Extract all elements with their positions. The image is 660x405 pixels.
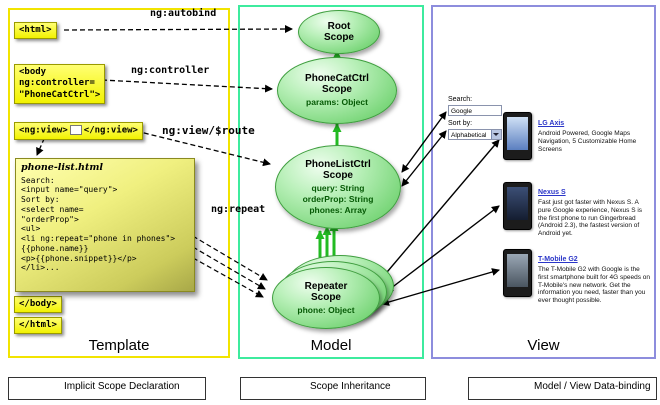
phone-screen (507, 117, 528, 150)
model-column-label: Model (310, 337, 352, 354)
scope-phonelistctrl: PhoneListCtrl Scope query: String orderP… (275, 145, 401, 229)
code-line: {{phone.name}} (21, 243, 89, 253)
legend-implicit-box (8, 377, 206, 400)
view-search-input[interactable]: Google (448, 105, 502, 116)
arrow-bind-search (401, 111, 447, 173)
legend-implicit-label: Implicit Scope Declaration (64, 381, 180, 392)
phone-screen (507, 187, 528, 220)
phone-entry-lg-axis: LG Axis Android Powered, Google Maps Nav… (538, 112, 652, 153)
arrow-ng-view-template (36, 138, 45, 156)
phone-description: The T-Mobile G2 with Google is the first… (538, 266, 651, 305)
tag-ng-view: <ng:view> </ng:view> (14, 122, 143, 140)
label-ng-autobind: ng:autobind (150, 8, 217, 19)
arrow-bind-phone-2 (385, 205, 500, 293)
arrow-ng-repeat-2 (185, 242, 266, 290)
arrow-ng-autobind (63, 25, 293, 34)
code-line: Sort by: (21, 195, 60, 205)
code-line: <select name= (21, 204, 84, 214)
scope-phonecatctrl: PhoneCatCtrl Scope params: Object (277, 57, 397, 124)
phone-link-lg-axis[interactable]: LG Axis (538, 120, 565, 127)
phone-screen (507, 254, 528, 287)
phone-image-tmobile-g2 (503, 249, 532, 297)
legend-databinding-box (468, 377, 657, 400)
code-block-title: phone-list.html (21, 162, 103, 173)
legend-inheritance-box (240, 377, 426, 400)
phone-description: Android Powered, Google Maps Navigation,… (538, 130, 637, 153)
arrow-bind-phone-3 (381, 268, 500, 306)
arrow-ng-view-route (135, 130, 271, 167)
view-sort-select[interactable]: Alphabetical (448, 129, 502, 140)
dropdown-arrow-icon (491, 130, 501, 139)
tag-html-open: <html> (14, 22, 57, 40)
phone-entry-nexus-s: Nexus S Fast just got faster with Nexus … (538, 181, 652, 238)
scope-phonecatctrl-name: PhoneCatCtrl Scope (305, 73, 369, 96)
template-column-box (8, 8, 230, 358)
label-ng-repeat: ng:repeat (211, 204, 266, 215)
phone-link-tmobile-g2[interactable]: T-Mobile G2 (538, 256, 578, 263)
label-ng-controller: ng:controller (131, 65, 210, 76)
code-line: <ul> (21, 224, 41, 234)
tag-html-close: </html> (14, 317, 62, 335)
view-column-label: View (527, 337, 560, 354)
scope-phonelistctrl-name: PhoneListCtrl Scope (305, 158, 371, 182)
arrow-bind-phone-1 (381, 139, 500, 279)
phone-image-lg-axis (503, 112, 532, 160)
code-line: <li ng:repeat="phone in phones"> (21, 234, 176, 244)
view-sort-label: Sort by: (448, 120, 473, 127)
view-sort-value: Alphabetical (451, 132, 487, 139)
scope-phonecatctrl-props: params: Object (306, 97, 368, 108)
arrow-bind-sort (401, 130, 447, 187)
arrow-ng-controller (101, 79, 273, 93)
label-ng-view-route: ng:view/$route (162, 124, 255, 137)
phone-entry-tmobile-g2: T-Mobile G2 The T-Mobile G2 with Google … (538, 248, 652, 305)
code-line: "orderProp"> (21, 214, 79, 224)
tag-body-close: </body> (14, 296, 62, 314)
ng-view-placeholder-box (69, 125, 82, 135)
scope-root-name: Root Scope (323, 20, 354, 43)
arrow-ng-repeat-1 (185, 231, 268, 281)
ng-view-open-text: <ng:view> (19, 125, 68, 136)
code-line: Search: (21, 175, 55, 185)
view-search-label: Search: (448, 96, 473, 103)
code-line: <p>{{phone.snippet}}</p> (21, 253, 137, 263)
view-search-value: Google (451, 108, 472, 115)
code-line: </li>... (21, 263, 60, 273)
scope-repeater: Repeater Scope phone: Object (272, 267, 380, 329)
tag-body-open: <body ng:controller= "PhoneCatCtrl"> (14, 64, 106, 104)
scope-repeater-name: Repeater Scope (304, 280, 348, 303)
phone-description: Fast just got faster with Nexus S. A pur… (538, 199, 643, 238)
ng-view-close-text: </ng:view> (83, 125, 138, 136)
legend-inheritance-label: Scope Inheritance (310, 381, 391, 392)
arrow-ng-repeat-3 (185, 253, 264, 298)
legend-databinding-label: Model / View Data-binding (534, 381, 651, 392)
phone-image-nexus-s (503, 182, 532, 230)
template-column-label: Template (88, 337, 150, 354)
scope-root: Root Scope (298, 10, 380, 54)
scope-phonelistctrl-props: query: String orderProp: String phones: … (302, 183, 374, 215)
code-line: <input name="query"> (21, 185, 118, 195)
phone-link-nexus-s[interactable]: Nexus S (538, 189, 566, 196)
scope-repeater-props: phone: Object (297, 304, 355, 315)
code-block-phone-list: phone-list.html Search: <input name="que… (15, 158, 195, 292)
